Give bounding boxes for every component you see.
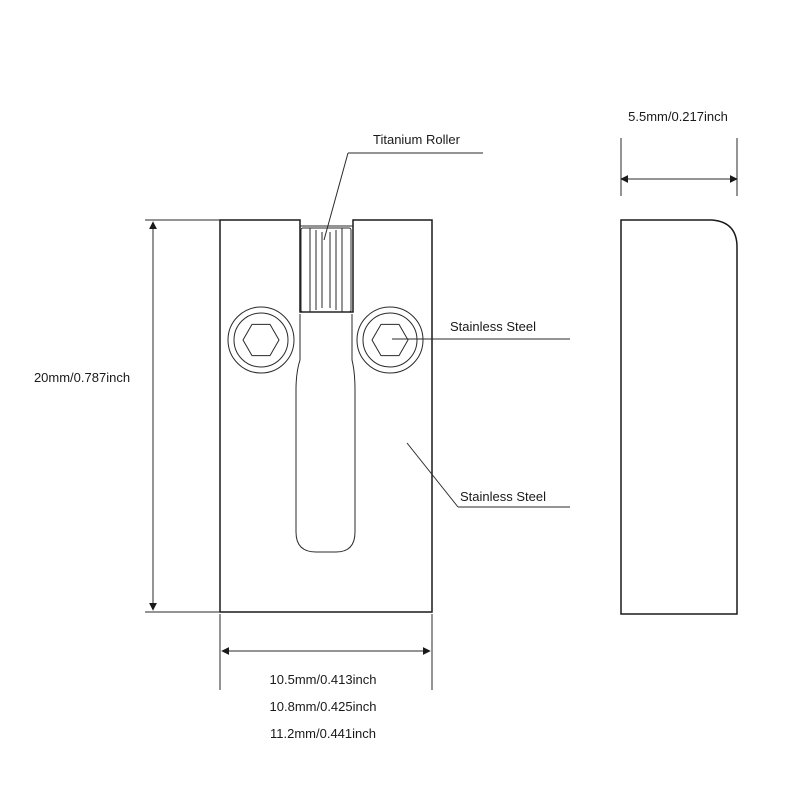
width-label-2: 10.8mm/0.425inch: [270, 699, 377, 714]
body-material-label: Stainless Steel: [460, 489, 546, 504]
height-dimension: 20mm/0.787inch: [34, 219, 220, 613]
titanium-roller-callout: Titanium Roller: [323, 132, 483, 241]
thickness-dimension: 5.5mm/0.217inch: [620, 109, 738, 196]
screw-material-label: Stainless Steel: [450, 319, 536, 334]
saddle-side-view: [620, 219, 738, 615]
hex-screw-right: [356, 306, 424, 374]
titanium-roller-label: Titanium Roller: [373, 132, 461, 147]
width-dimension: 10.5mm/0.413inch 10.8mm/0.425inch 11.2mm…: [219, 614, 433, 741]
height-label: 20mm/0.787inch: [34, 370, 130, 385]
titanium-roller: [300, 227, 352, 313]
body-material-callout: Stainless Steel: [406, 442, 570, 508]
hex-screw-left: [227, 306, 295, 374]
saddle-body-outline: [219, 219, 433, 613]
intonation-slot: [295, 314, 356, 553]
width-label-3: 11.2mm/0.441inch: [270, 726, 376, 741]
saddle-front-view: [219, 219, 433, 613]
screw-material-callout: Stainless Steel: [392, 319, 570, 340]
thickness-label: 5.5mm/0.217inch: [628, 109, 728, 124]
width-label-1: 10.5mm/0.413inch: [270, 672, 377, 687]
